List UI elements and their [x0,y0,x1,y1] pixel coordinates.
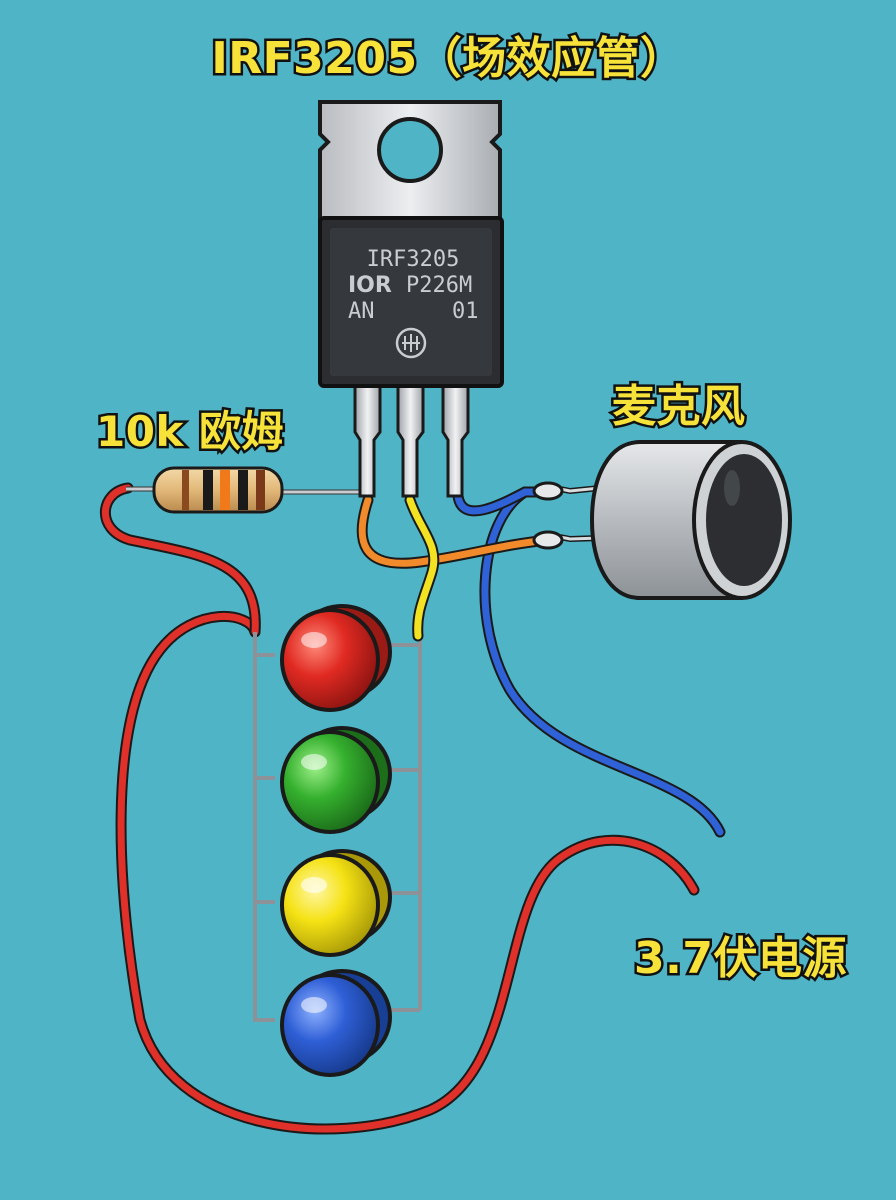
led-green [280,726,392,834]
title-label: IRF3205（场效应管） [209,31,687,87]
chip-marking-01: 01 [452,299,479,324]
led-red [280,604,392,712]
chip-logo: IOR [348,273,392,298]
led-yellow [280,849,392,957]
power-label: 3.7伏电源 [632,931,849,987]
microphone [532,440,792,600]
red-power-wire [115,611,700,1135]
chip-marking-line1: IRF3205 [367,247,460,272]
microphone-label: 麦克风 [610,379,748,435]
chip-marking-an: AN [348,299,375,324]
mosfet-body: IRF3205 IOR P226M AN 01 [318,216,504,388]
chip-code: P226M [406,273,472,298]
mosfet-heatsink-tab [318,100,502,224]
led-blue [280,969,392,1077]
mosfet-legs [353,380,470,498]
chip-emblem-icon [395,327,427,359]
resistor-10k [126,466,362,514]
resistor-label: 10k 欧姆 [93,405,286,459]
